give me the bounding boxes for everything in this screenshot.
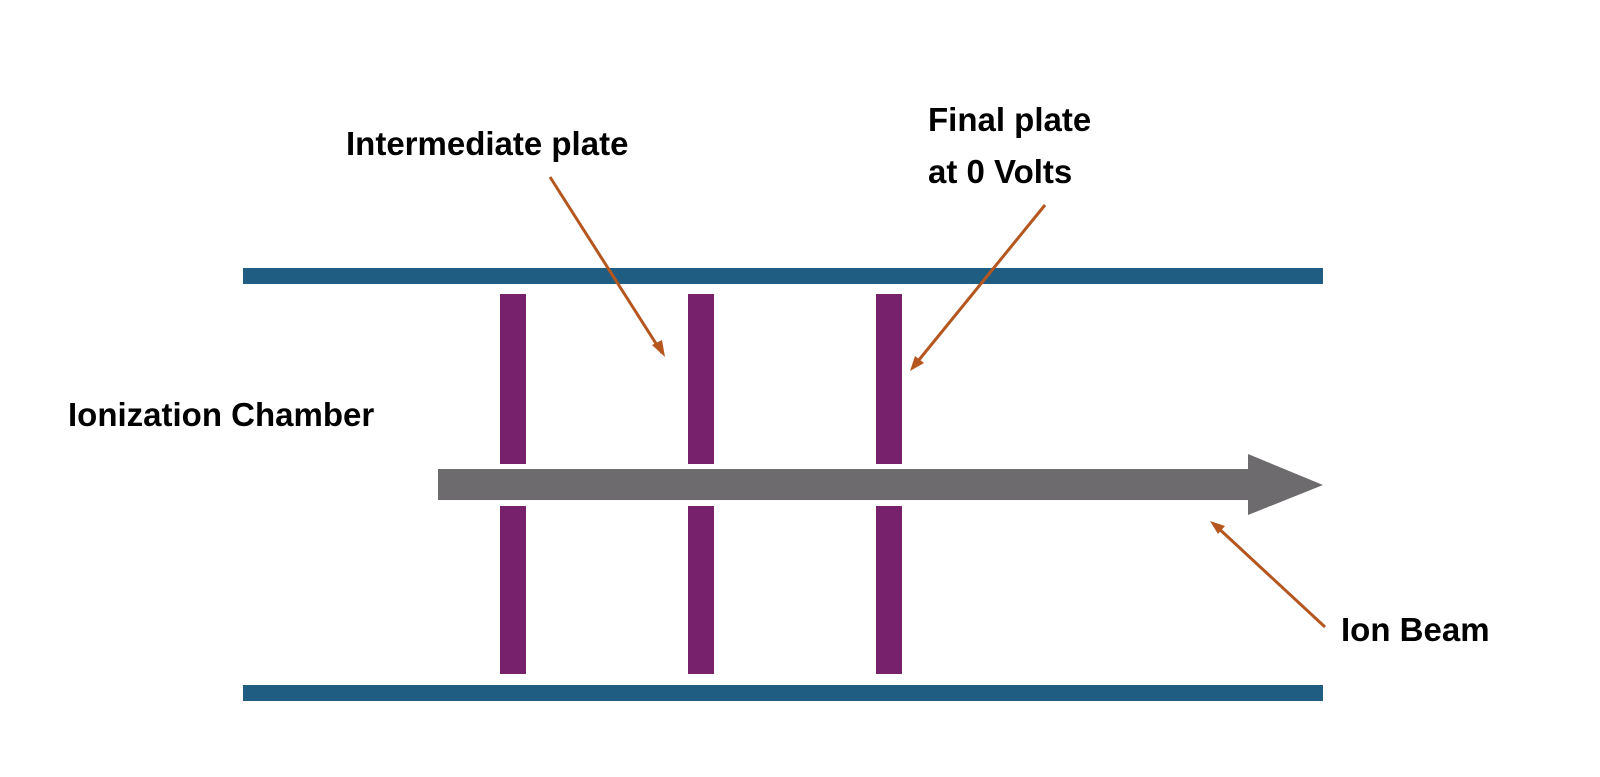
first-plate-upper (500, 294, 526, 464)
ion-beam-label: Ion Beam (1341, 611, 1490, 648)
ionization-chamber-label: Ionization Chamber (68, 396, 374, 433)
final-plate-lower (876, 506, 902, 674)
intermediate-plate-upper (688, 294, 714, 464)
ion-beam-pointer (1213, 523, 1327, 629)
final-plate-pointer (912, 204, 1047, 367)
ion-beam-arrow (438, 454, 1323, 515)
intermediate-plate-pointer (548, 176, 664, 354)
ion-beam-pointer-head (1210, 521, 1225, 534)
tube-top-wall (243, 268, 1323, 284)
intermediate-plate-lower (688, 506, 714, 674)
first-plate-lower (500, 506, 526, 674)
intermediate-plate-pointer-head (652, 340, 665, 357)
tube-bottom-wall (243, 685, 1323, 701)
final-plate-upper (876, 294, 902, 464)
intermediate-plate-label: Intermediate plate (346, 125, 628, 162)
final-plate-pointer-head (910, 356, 924, 371)
final-plate-label-line1: Final plate (928, 101, 1091, 138)
final-plate-label-line2: at 0 Volts (928, 153, 1072, 190)
